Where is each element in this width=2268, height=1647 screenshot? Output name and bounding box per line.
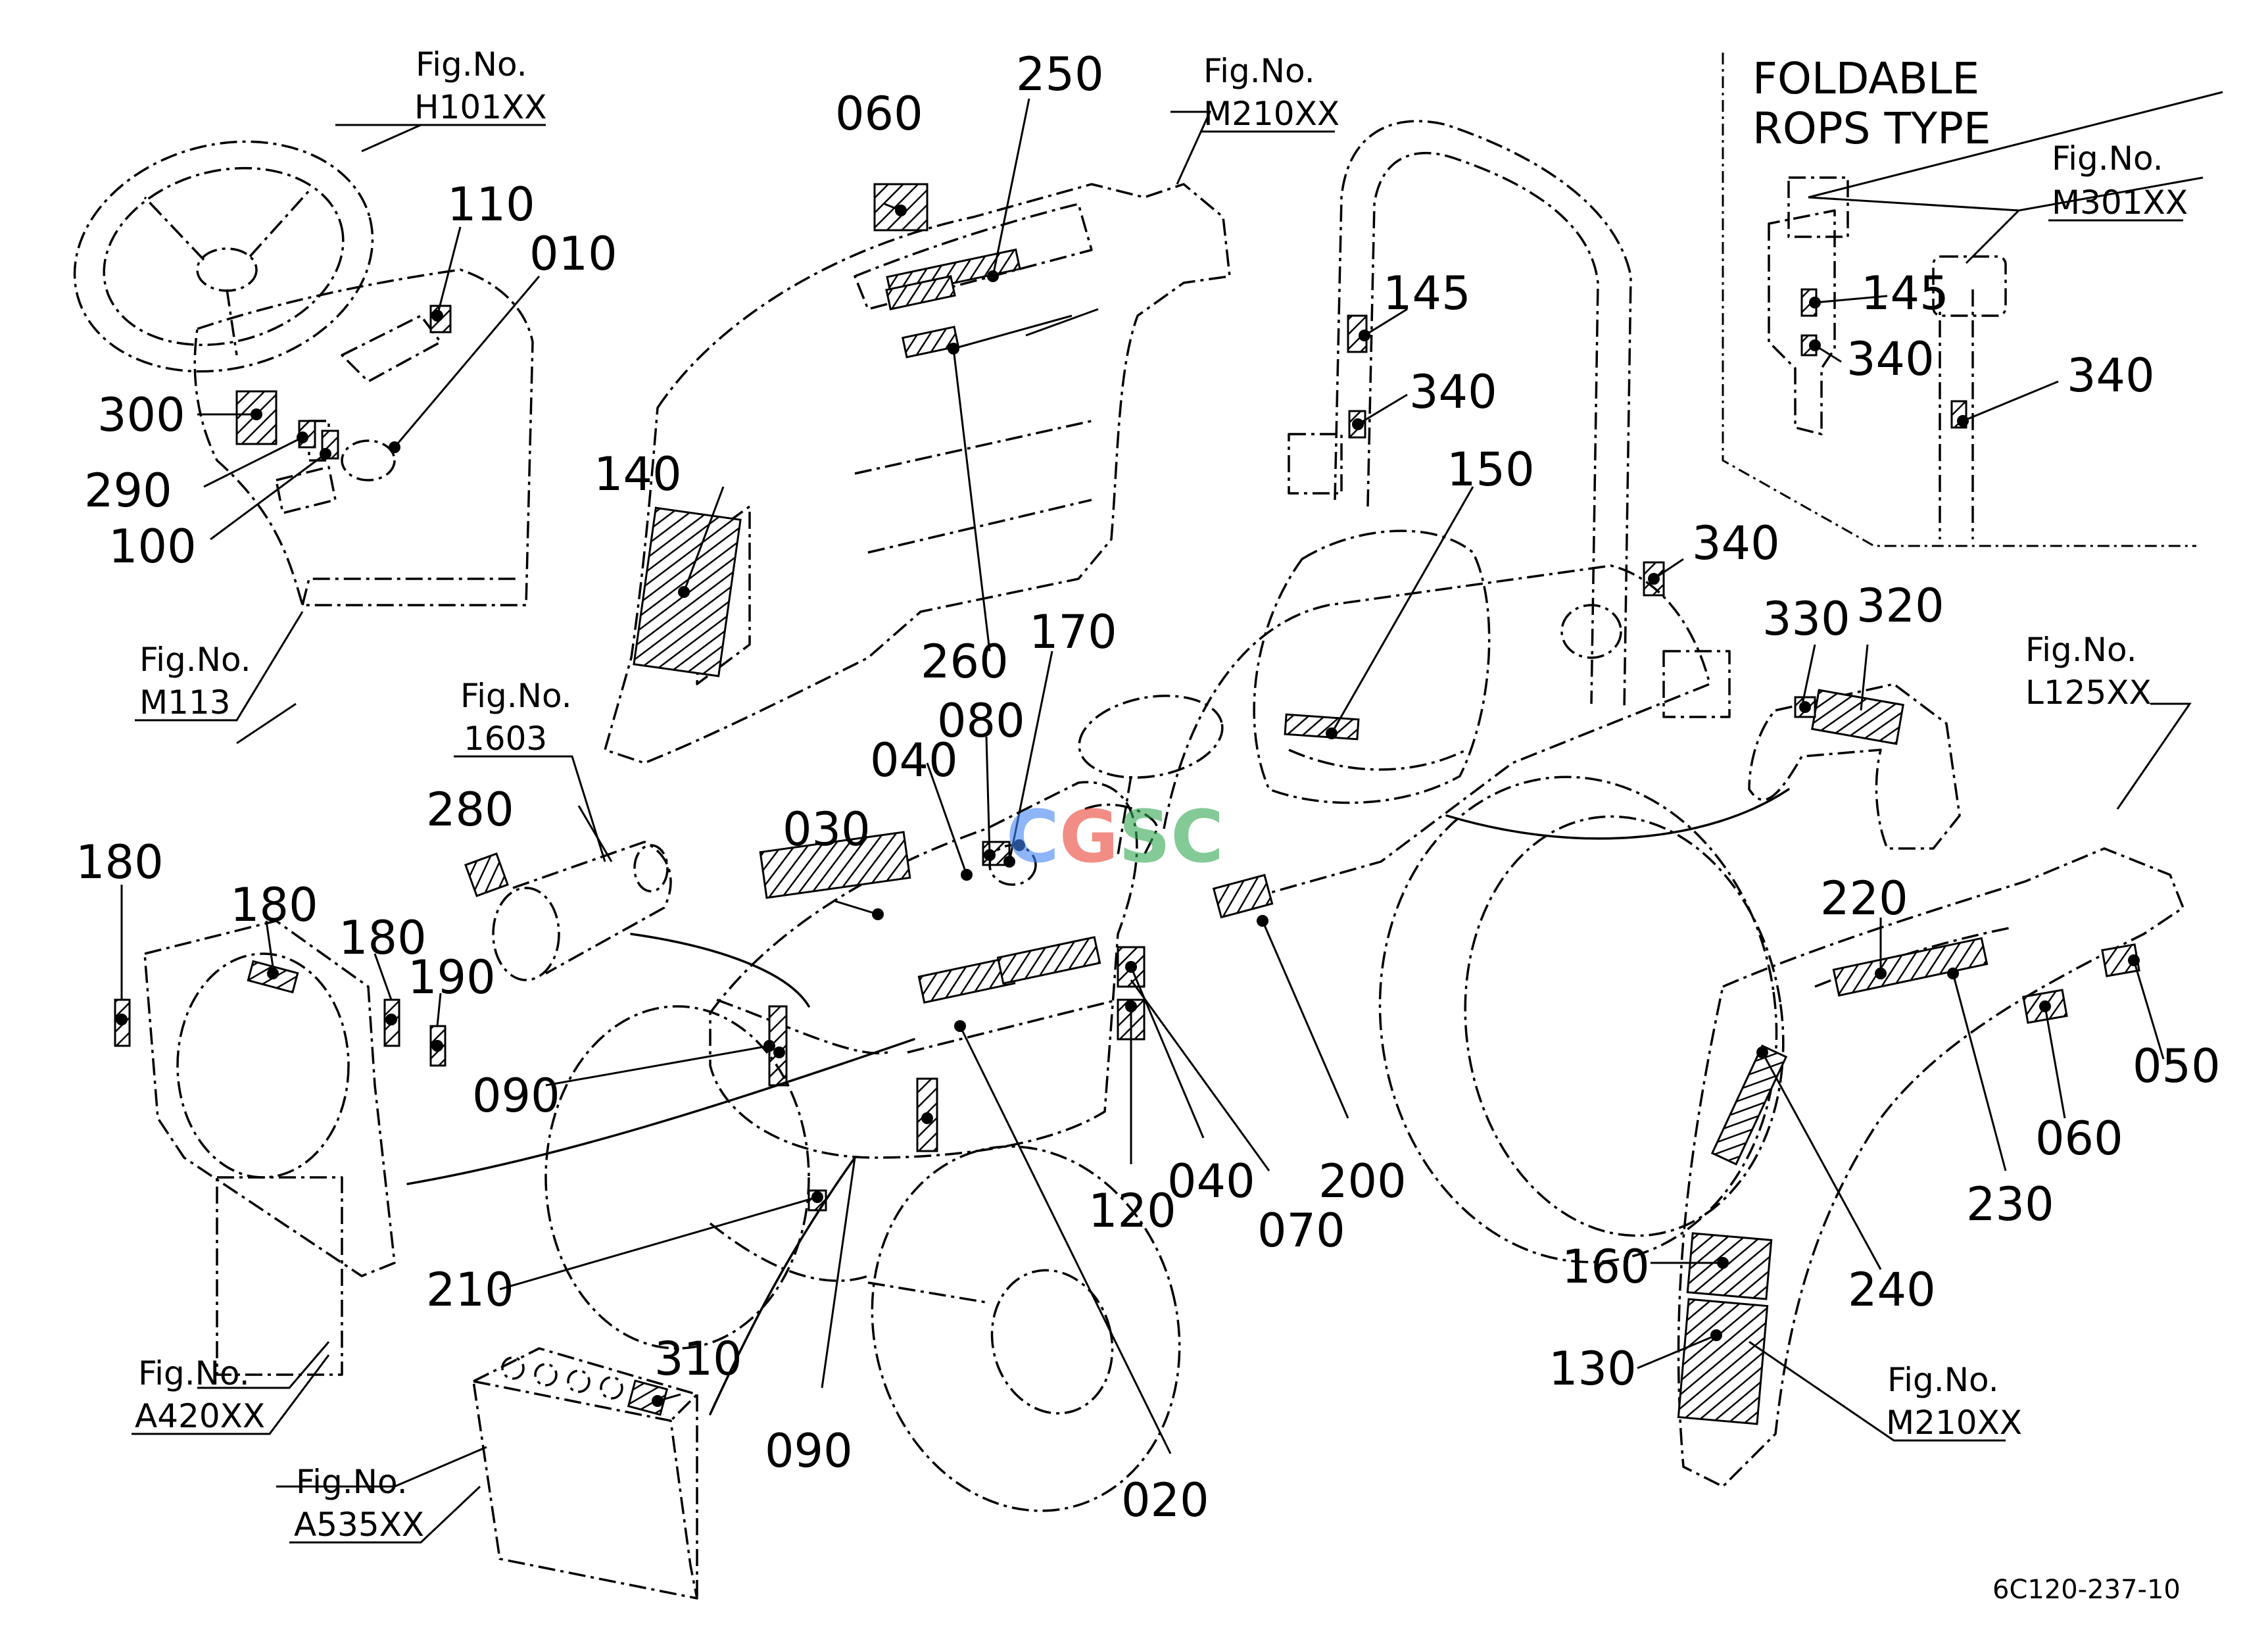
- part-number: 160: [1562, 1240, 1650, 1294]
- svg-text:M210XX: M210XX: [1203, 95, 1339, 133]
- svg-text:M301XX: M301XX: [2052, 184, 2188, 222]
- part-number: 145: [1383, 266, 1471, 320]
- part-number: 340: [2067, 349, 2155, 403]
- svg-text:ROPS TYPE: ROPS TYPE: [1752, 103, 1991, 154]
- part-number: 070: [1257, 1204, 1345, 1258]
- part-number: 030: [783, 802, 871, 856]
- part-number: 080: [937, 694, 1025, 748]
- radiator-shroud-illustration: [114, 920, 446, 1376]
- fender-illustration: [1677, 847, 2184, 1488]
- document-code: 6C120-237-10: [1992, 1575, 2181, 1605]
- foldable-rops-inset: [1722, 53, 2196, 547]
- svg-text:Fig.No.: Fig.No.: [296, 1463, 408, 1501]
- part-number: 120: [1088, 1184, 1176, 1238]
- air-cleaner-illustration: [464, 841, 672, 981]
- watermark: CGSC: [1006, 795, 1224, 879]
- svg-text:A535XX: A535XX: [294, 1506, 424, 1544]
- tractor-body-illustration: [709, 564, 1711, 1212]
- part-number: 090: [472, 1069, 560, 1123]
- part-number: 170: [1029, 605, 1117, 659]
- part-number: 180: [339, 911, 427, 965]
- part-number: 100: [109, 520, 197, 574]
- ref-a420xx: Fig.No. A420XX: [132, 1354, 330, 1435]
- ref-m113: Fig.No. M113: [135, 611, 304, 722]
- part-number: 310: [654, 1332, 742, 1386]
- part-number: 220: [1820, 872, 1908, 925]
- svg-text:FOLDABLE: FOLDABLE: [1752, 53, 1979, 104]
- svg-text:M210XX: M210XX: [1886, 1404, 2022, 1442]
- part-number: 330: [1762, 592, 1850, 646]
- part-number: 180: [76, 835, 164, 889]
- svg-text:A420XX: A420XX: [135, 1397, 265, 1435]
- step-illustration: [1748, 683, 1961, 850]
- figure-reference-labels: Fig.No. H101XX Fig.No. M210XX Fig.No. M3…: [132, 45, 2188, 1544]
- svg-text:Fig.No.: Fig.No.: [2052, 139, 2163, 178]
- part-number: 150: [1447, 443, 1535, 497]
- part-number: 340: [1409, 365, 1497, 419]
- battery-illustration: [472, 1347, 698, 1600]
- part-number: 140: [594, 447, 682, 501]
- part-number: 280: [426, 783, 514, 837]
- part-number: 190: [408, 950, 496, 1004]
- svg-text:Fig.No.: Fig.No.: [138, 1354, 250, 1392]
- part-number: 260: [921, 635, 1009, 689]
- part-number: 145: [1861, 266, 1949, 320]
- dash-panel-illustration: [193, 268, 534, 606]
- wheels-illustration: [544, 775, 1785, 1512]
- rops-frame-illustration: [1288, 120, 1731, 718]
- part-number: 040: [1167, 1154, 1255, 1208]
- part-number: 130: [1549, 1342, 1637, 1396]
- hood-illustration: [604, 183, 1231, 764]
- part-number: 320: [1856, 579, 1944, 633]
- svg-text:Fig.No.: Fig.No.: [460, 677, 572, 715]
- svg-text:CGSC: CGSC: [1006, 795, 1224, 879]
- part-number: 180: [230, 878, 318, 932]
- leader-dots: [116, 205, 2140, 1407]
- part-number-labels: 060 250 110 010 300 290 100 140 260 145 …: [76, 47, 2221, 1527]
- svg-text:Fig.No.: Fig.No.: [139, 641, 251, 679]
- part-number: 020: [1121, 1473, 1209, 1527]
- svg-text:Fig.No.: Fig.No.: [2025, 631, 2137, 669]
- part-number: 060: [2035, 1112, 2123, 1166]
- svg-text:Fig.No.: Fig.No.: [1887, 1361, 1999, 1399]
- part-number: 210: [426, 1263, 514, 1317]
- part-number: 050: [2133, 1039, 2221, 1093]
- steering-column-illustration: [1078, 695, 1224, 856]
- part-number: 040: [870, 733, 958, 787]
- svg-text:H101XX: H101XX: [414, 88, 547, 126]
- part-number: 200: [1318, 1154, 1407, 1208]
- seat-illustration: [1253, 529, 1491, 804]
- part-number: 240: [1848, 1263, 1936, 1317]
- inset-title: FOLDABLE ROPS TYPE: [1752, 53, 1991, 154]
- ref-m210xx-fender: Fig.No. M210XX: [1886, 1361, 2022, 1442]
- svg-text:L125XX: L125XX: [2025, 674, 2152, 712]
- part-number: 340: [1692, 516, 1780, 570]
- ref-m301xx: Fig.No. M301XX: [2048, 139, 2188, 222]
- ref-h101xx: Fig.No. H101XX: [414, 45, 547, 126]
- svg-text:Fig.No.: Fig.No.: [416, 45, 527, 84]
- svg-text:Fig.No.: Fig.No.: [1203, 52, 1315, 90]
- part-number: 090: [765, 1424, 853, 1478]
- svg-text:M113: M113: [139, 683, 231, 722]
- part-number: 290: [84, 464, 172, 518]
- part-number: 110: [447, 178, 535, 232]
- steering-wheel-illustration: [73, 140, 374, 373]
- part-number: 010: [529, 227, 617, 281]
- leader-lines: [120, 91, 2223, 1488]
- ref-a535xx: Fig.No. A535XX: [289, 1463, 481, 1544]
- transfer-arrows: [406, 788, 1790, 1415]
- svg-text:1603: 1603: [464, 720, 547, 758]
- part-number: 250: [1016, 47, 1104, 101]
- ref-m210xx-hood: Fig.No. M210XX: [1200, 52, 1339, 133]
- part-number: 230: [1966, 1177, 2054, 1231]
- ref-l125xx: Fig.No. L125XX: [2025, 631, 2152, 712]
- part-number: 300: [97, 388, 185, 442]
- ref-1603: Fig.No. 1603: [454, 677, 606, 862]
- part-number: 340: [1846, 332, 1935, 386]
- part-number: 060: [835, 87, 923, 141]
